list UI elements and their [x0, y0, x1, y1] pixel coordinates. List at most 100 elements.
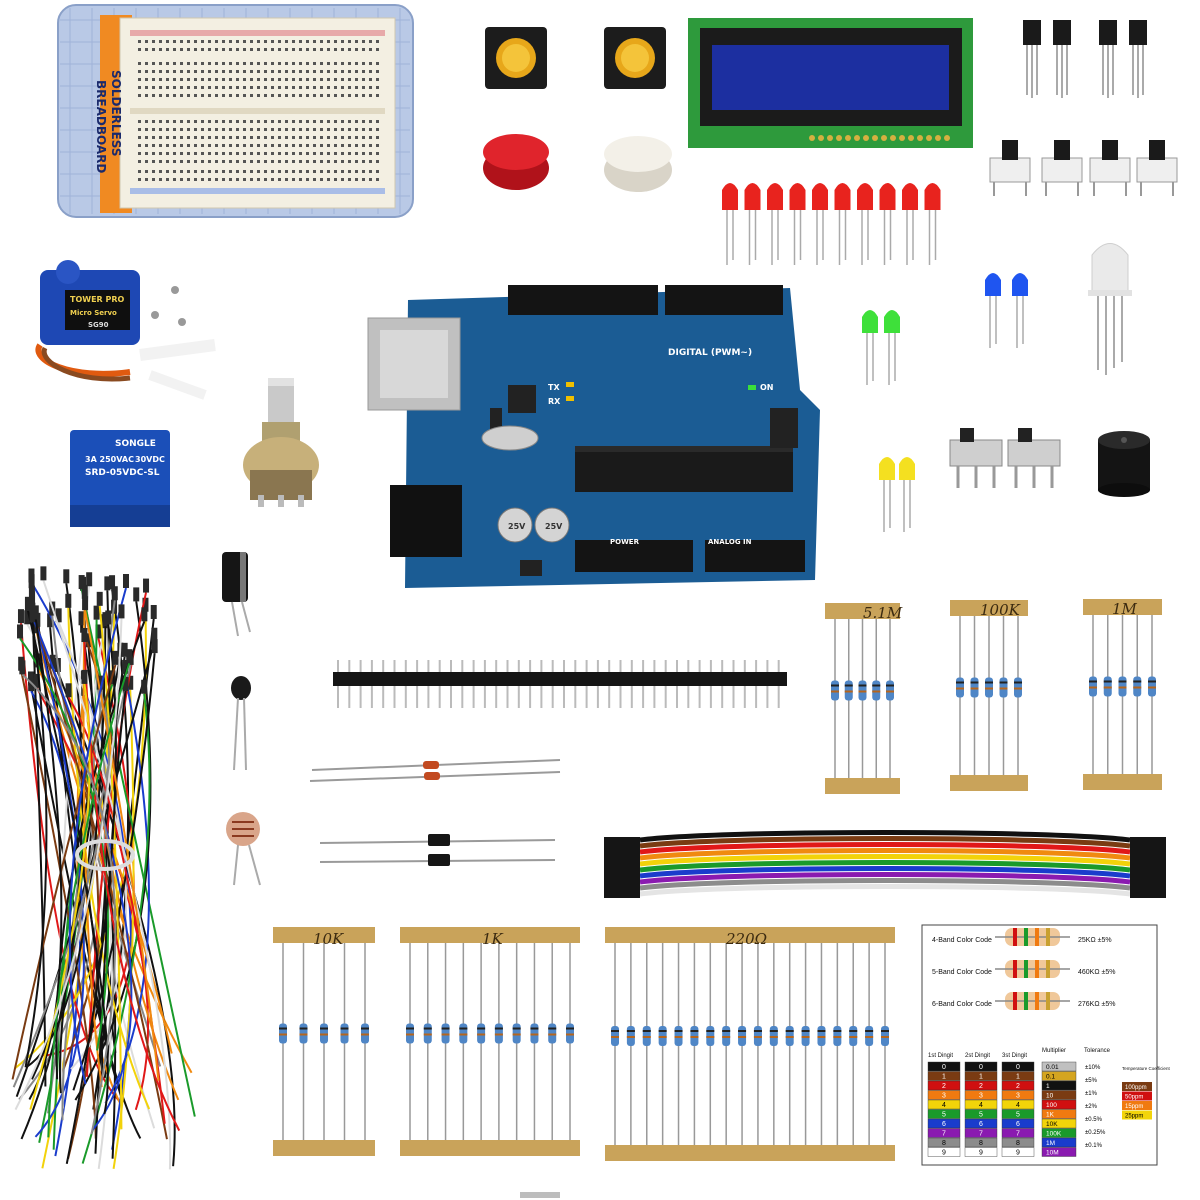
- breadboard-hole: [278, 170, 281, 173]
- resistor-band: [753, 1030, 762, 1032]
- breadboard-hole: [222, 120, 225, 123]
- breadboard-hole: [166, 170, 169, 173]
- rgb-led: [1088, 243, 1132, 375]
- resistor-label-100k: 100K: [980, 601, 1021, 619]
- breadboard-hole: [201, 178, 204, 181]
- breadboard-hole: [187, 152, 190, 155]
- breadboard-hole: [334, 170, 337, 173]
- breadboard-hole: [187, 136, 190, 139]
- resistor-band: [512, 1033, 521, 1036]
- lcd-1602-module: [688, 18, 973, 148]
- breadboard-hole: [250, 62, 253, 65]
- jumper-wire-tip: [141, 679, 148, 694]
- breadboard-hole: [173, 178, 176, 181]
- breadboard-hole: [341, 86, 344, 89]
- breadboard-hole: [180, 136, 183, 139]
- led: [884, 310, 900, 333]
- resistor-label-1k: 1K: [482, 930, 504, 948]
- breadboard-hole: [229, 136, 232, 139]
- breadboard-hole: [194, 136, 197, 139]
- breadboard-hole: [278, 128, 281, 131]
- breadboard-hole: [173, 120, 176, 123]
- breadboard-hole: [138, 40, 141, 43]
- breadboard-hole: [264, 178, 267, 181]
- lcd-pin: [881, 135, 887, 141]
- ribbon-connector-left: [604, 879, 640, 886]
- breadboard-hole: [152, 160, 155, 163]
- breadboard-hole: [257, 94, 260, 97]
- breadboard-hole: [355, 70, 358, 73]
- breadboard-hole: [285, 128, 288, 131]
- jumper-wire-tip: [47, 613, 54, 628]
- breadboard-hole: [201, 136, 204, 139]
- breadboard-hole: [180, 144, 183, 147]
- breadboard-hole: [271, 136, 274, 139]
- chart-digit-cell: [964, 1118, 998, 1129]
- resistor-band: [611, 1036, 619, 1038]
- chart-digit: 8: [942, 1140, 946, 1147]
- breadboard-hole: [201, 86, 204, 89]
- jumper-wire-tip: [55, 608, 62, 623]
- resistor-band: [477, 1033, 486, 1036]
- jumper-wire: [98, 605, 123, 1130]
- chart-digit: 5: [942, 1112, 946, 1119]
- chart-digit-cell: [1001, 1061, 1035, 1072]
- resistor-1k-tape-bottom: [400, 1140, 580, 1156]
- breadboard-hole: [355, 94, 358, 97]
- chart-digit-cell: [964, 1147, 998, 1157]
- breadboard-hole: [243, 178, 246, 181]
- jumper-wire-tip: [17, 609, 24, 624]
- lcd-pin: [917, 135, 923, 141]
- breadboard-hole: [166, 152, 169, 155]
- breadboard-hole: [278, 152, 281, 155]
- resistor-band: [299, 1027, 308, 1030]
- breadboard-hole: [362, 170, 365, 173]
- breadboard-hole: [334, 152, 337, 155]
- breadboard-hole: [243, 94, 246, 97]
- breadboard-hole: [341, 78, 344, 81]
- jumper-wire-tip: [151, 627, 158, 642]
- breadboard-hole: [362, 144, 365, 147]
- breadboard-hole: [222, 128, 225, 131]
- resistor-band: [674, 1030, 683, 1032]
- breadboard-hole: [355, 152, 358, 155]
- photoresistor: [226, 812, 261, 886]
- breadboard-hole: [292, 62, 295, 65]
- breadboard-hole: [320, 40, 323, 43]
- breadboard-hole: [348, 78, 351, 81]
- breadboard-hole: [180, 70, 183, 73]
- red-led: [744, 183, 761, 210]
- jumper-wire-tip: [29, 591, 36, 606]
- breadboard-hole: [243, 62, 246, 65]
- breadboard-hole: [138, 120, 141, 123]
- breadboard-hole: [166, 62, 169, 65]
- breadboard-hole: [278, 62, 281, 65]
- breadboard-hole: [229, 178, 232, 181]
- breadboard-hole: [152, 170, 155, 173]
- breadboard-hole: [229, 160, 232, 163]
- breadboard-hole: [306, 128, 309, 131]
- breadboard-hole: [236, 136, 239, 139]
- breadboard-hole: [313, 152, 316, 155]
- breadboard-label-2: BREADBOARD: [94, 80, 108, 173]
- arduino-rx: RX: [548, 397, 561, 406]
- breadboard-hole: [299, 120, 302, 123]
- resistor-band: [1148, 686, 1156, 689]
- breadboard-hole: [236, 128, 239, 131]
- tactile-switch-yellow-2: [604, 27, 666, 89]
- breadboard-hole: [257, 178, 260, 181]
- breadboard-hole: [180, 120, 183, 123]
- breadboard-hole: [320, 78, 323, 81]
- breadboard-hole: [215, 86, 218, 89]
- chart-digit-cell: [1001, 1109, 1035, 1119]
- breadboard-hole: [306, 70, 309, 73]
- breadboard-hole: [243, 86, 246, 89]
- jumper-wire-tip: [81, 627, 88, 642]
- resistor-label-5-1m: 5.1M: [863, 604, 903, 622]
- jumper-wire: [14, 618, 123, 1111]
- chart-band: [1035, 928, 1039, 946]
- jumper-wire: [11, 664, 117, 1080]
- breadboard-hole: [145, 62, 148, 65]
- chart-multiplier: 100K: [1046, 1131, 1062, 1138]
- breadboard-hole: [348, 40, 351, 43]
